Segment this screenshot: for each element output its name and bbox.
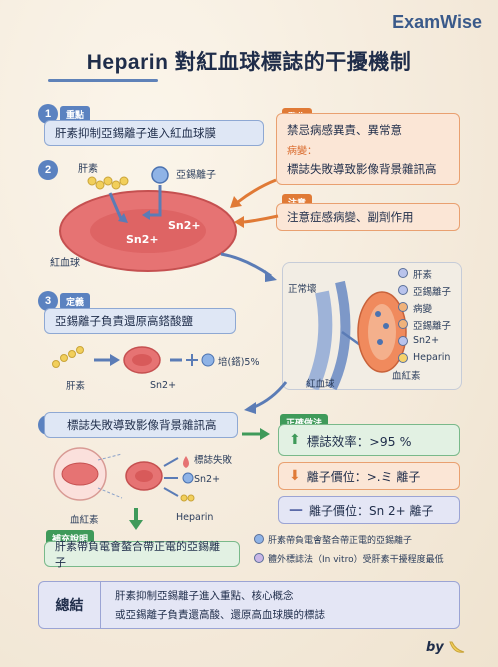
vessel-diagram [305,280,407,390]
correct-row-1: ⬆ 標誌效率：>95 % [278,424,460,456]
note-bullet-2 [254,553,264,563]
note-2: 體外標誌法（In vitro）受肝素干擾程度最低 [268,555,444,565]
reduction-sn-label: Sn2+ [150,380,177,391]
rbc-label: 紅血球 [50,258,80,269]
fail-label: 標誌失敗 [194,455,233,466]
correct-row-3: — 離子價位：Sn 2+ 離子 [278,496,460,524]
footer-by: by [426,640,444,655]
legend-dot-4 [398,319,408,329]
down-arrow-icon: ⬇ [289,468,301,484]
heparin-label: 肝素 [78,164,98,175]
legend-label-6: Heparin [413,352,451,363]
legend-label-3: 病變 [413,304,433,315]
tin-ion-icon [151,166,169,184]
summary-line-1: 肝素抑制亞錫離子進入重點、核心概念 [115,590,294,602]
key-point-box: 肝素抑制亞錫離子進入紅血球膜 [44,120,264,146]
summary-box: 總結 肝素抑制亞錫離子進入重點、核心概念 或亞錫離子負責還高酸、還原高血球膜的標… [38,581,460,629]
supplement-text: 肝素帶負電會螯合帶正電的亞錫離子 [55,540,220,569]
minus-icon: — [289,502,303,518]
reduction-other-label: 培(鎝)5% [218,357,260,368]
arrow-to-result [244,381,288,414]
key-point-tag: 重點 [60,106,91,123]
definition-text: 亞錫離子負責還原高鎝酸鹽 [55,314,193,328]
legend-dot-2 [398,285,408,295]
normal-label: 正常壞 [288,284,317,295]
legend-dot-1 [398,268,408,278]
up-arrow-icon: ⬆ [289,432,301,448]
summary-content: 肝素抑制亞錫離子進入重點、核心概念 或亞錫離子負責還高酸、還原高血球膜的標誌 [101,588,325,622]
correct-row-2-text: 離子價位：>.ミ 離子 [306,469,421,484]
step-number-3: 3 [38,291,58,311]
banana-icon [449,641,465,653]
summary-label: 總結 [39,582,101,628]
note-text: 注意症感病變、副劑作用 [287,210,414,224]
sn-label-1: Sn2+ [126,233,159,246]
tin-ion-label: 亞錫離子 [176,170,216,181]
sn-label-2: Sn2+ [168,219,201,232]
correct-row-2: ⬇ 離子價位：>.ミ 離子 [278,462,460,490]
arrow-to-correct [242,428,270,440]
title-underline [48,79,158,82]
note-1: 肝素帶負電會螯合帶正電的亞錫離子 [268,536,413,546]
note-box: 注意症感病變、副劑作用 [276,203,460,231]
heparin-chain-icon-2 [52,346,84,368]
key-point-text: 肝素抑制亞錫離子進入紅血球膜 [55,126,216,140]
failure-diagram [53,447,195,502]
step-number-2: 2 [38,160,58,180]
legend-dot-3 [398,302,408,312]
heparin-chain-icon [87,176,129,190]
definition-box: 亞錫離子負責還原高鎝酸鹽 [44,308,236,334]
definition-tag: 定義 [60,293,91,310]
arrow-to-vessel [220,252,277,282]
rbc-diagram: Sn2+ Sn2+ [59,166,237,272]
legend-label-5: Sn2+ [413,335,440,346]
down-arrow [129,508,143,530]
fail-sn-label: Sn2+ [194,474,221,485]
connector-arrows [230,178,279,228]
warning-subtext: 標誌失敗導致影像背景雜訊高 [287,161,437,176]
brand-logo: ExamWise [392,12,482,32]
correct-row-1-text: 標誌效率：>95 % [306,433,412,449]
warning-text: 禁忌病感異責、異常意 [287,122,402,137]
note-bullet-1 [254,534,264,544]
failure-text: 標誌失敗導致影像背景雜訊高 [67,418,217,432]
correct-row-3-text: 離子價位：Sn 2+ 離子 [309,503,434,518]
page-title: Heparin 對紅血球標誌的干擾機制 [86,51,412,74]
legend-label-2: 亞錫離子 [413,287,452,298]
reduction-diagram [52,346,215,374]
legend-dot-6 [398,353,408,363]
legend-label-1: 肝素 [413,270,433,281]
vessel-rbc-label: 紅血球 [306,379,335,390]
vessel-hb-label: 血紅素 [392,371,421,382]
summary-line-2: 或亞錫離子負責還高酸、還原高血球膜的標誌 [115,609,325,621]
reduction-heparin-label: 肝素 [66,381,86,392]
warning-box: 禁忌病感異責、異常意 病變： 標誌失敗導致影像背景雜訊高 [276,113,460,185]
warning-subtag: 病變： [287,145,317,157]
fail-hb-label: 血紅素 [70,515,99,526]
legend-label-4: 亞錫離子 [413,321,452,332]
failure-box: 標誌失敗導致影像背景雜訊高 [44,412,238,438]
fail-heparin-label: Heparin [176,512,214,523]
supplement-box: 肝素帶負電會螯合帶正電的亞錫離子 [44,540,240,569]
step-number-1: 1 [38,104,58,124]
legend-dot-5 [398,336,408,346]
